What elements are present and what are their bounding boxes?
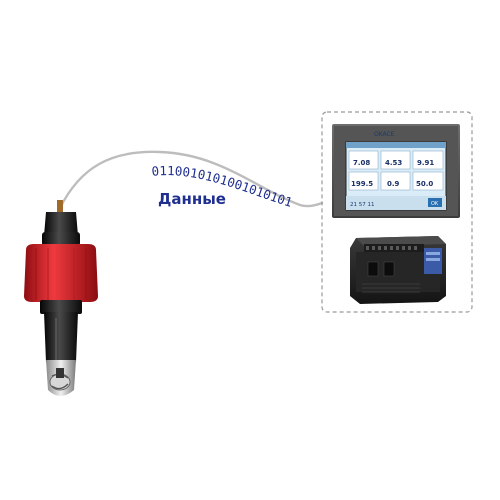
hmi-brand: OKACE	[374, 131, 395, 138]
ph-sensor-icon	[24, 200, 98, 396]
reading-6: 50.0	[416, 180, 433, 188]
cable	[58, 150, 324, 210]
reading-2: 4.53	[385, 159, 402, 167]
hmi-panel-icon: OKACE 7.08 4.53 9.91 199.5 0.9 50.0 21 5…	[332, 124, 460, 218]
data-label: Данные	[158, 190, 226, 208]
hmi-footer-time: 21 57 11	[350, 202, 375, 208]
binary-data-text: 0110010101001010101011	[0, 0, 294, 210]
reading-5: 0.9	[387, 180, 400, 188]
device-frame	[321, 111, 473, 313]
reading-3: 9.91	[417, 159, 434, 167]
reading-4: 199.5	[351, 180, 373, 188]
reading-1: 7.08	[353, 159, 370, 167]
plc-controller-icon	[350, 236, 446, 304]
hmi-footer-ok: OK	[431, 201, 439, 207]
